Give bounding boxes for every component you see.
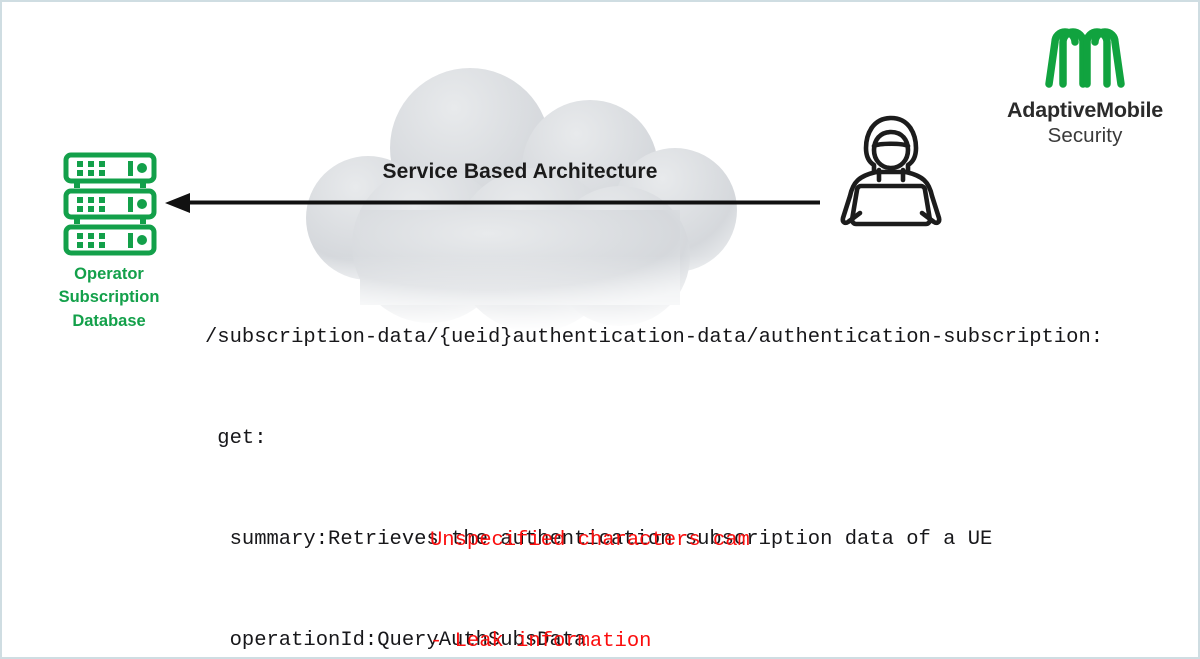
cloud-title: Service Based Architecture bbox=[382, 160, 658, 183]
hooded-hacker-with-laptop-icon bbox=[833, 110, 949, 228]
impact-item-leak-information: - Leak information bbox=[430, 629, 652, 653]
adaptivemobile-logo: AdaptiveMobile Security bbox=[1000, 24, 1170, 152]
adaptivemobile-m-logo-icon bbox=[1045, 28, 1125, 88]
attack-impact-list: Unspecified characters cam - Leak inform… bbox=[430, 457, 1033, 657]
code-line-path: /subscription-data/{ueid}authentication-… bbox=[205, 326, 1104, 350]
logo-brand-subtitle: Security bbox=[1047, 124, 1123, 147]
code-line-operation-id: operationId:QueryAuthSubsData bbox=[205, 628, 587, 652]
code-line-summary: summary:Retrieves the authentication sub… bbox=[205, 527, 993, 551]
database-label-line-1: Operator bbox=[74, 265, 144, 283]
impact-heading: Unspecified characters cam bbox=[430, 529, 750, 553]
code-line-get: get: bbox=[205, 426, 267, 450]
database-label: Operator Subscription Database bbox=[28, 263, 190, 333]
server-rack-icon bbox=[62, 152, 158, 256]
database-label-line-3: Database bbox=[72, 311, 146, 330]
attack-flow-arrow bbox=[160, 190, 822, 216]
logo-brand-name: AdaptiveMobile bbox=[1006, 98, 1164, 122]
api-spec-code-block: /subscription-data/{ueid}authentication-… bbox=[205, 254, 1104, 657]
database-label-line-2: Subscription bbox=[58, 288, 160, 307]
